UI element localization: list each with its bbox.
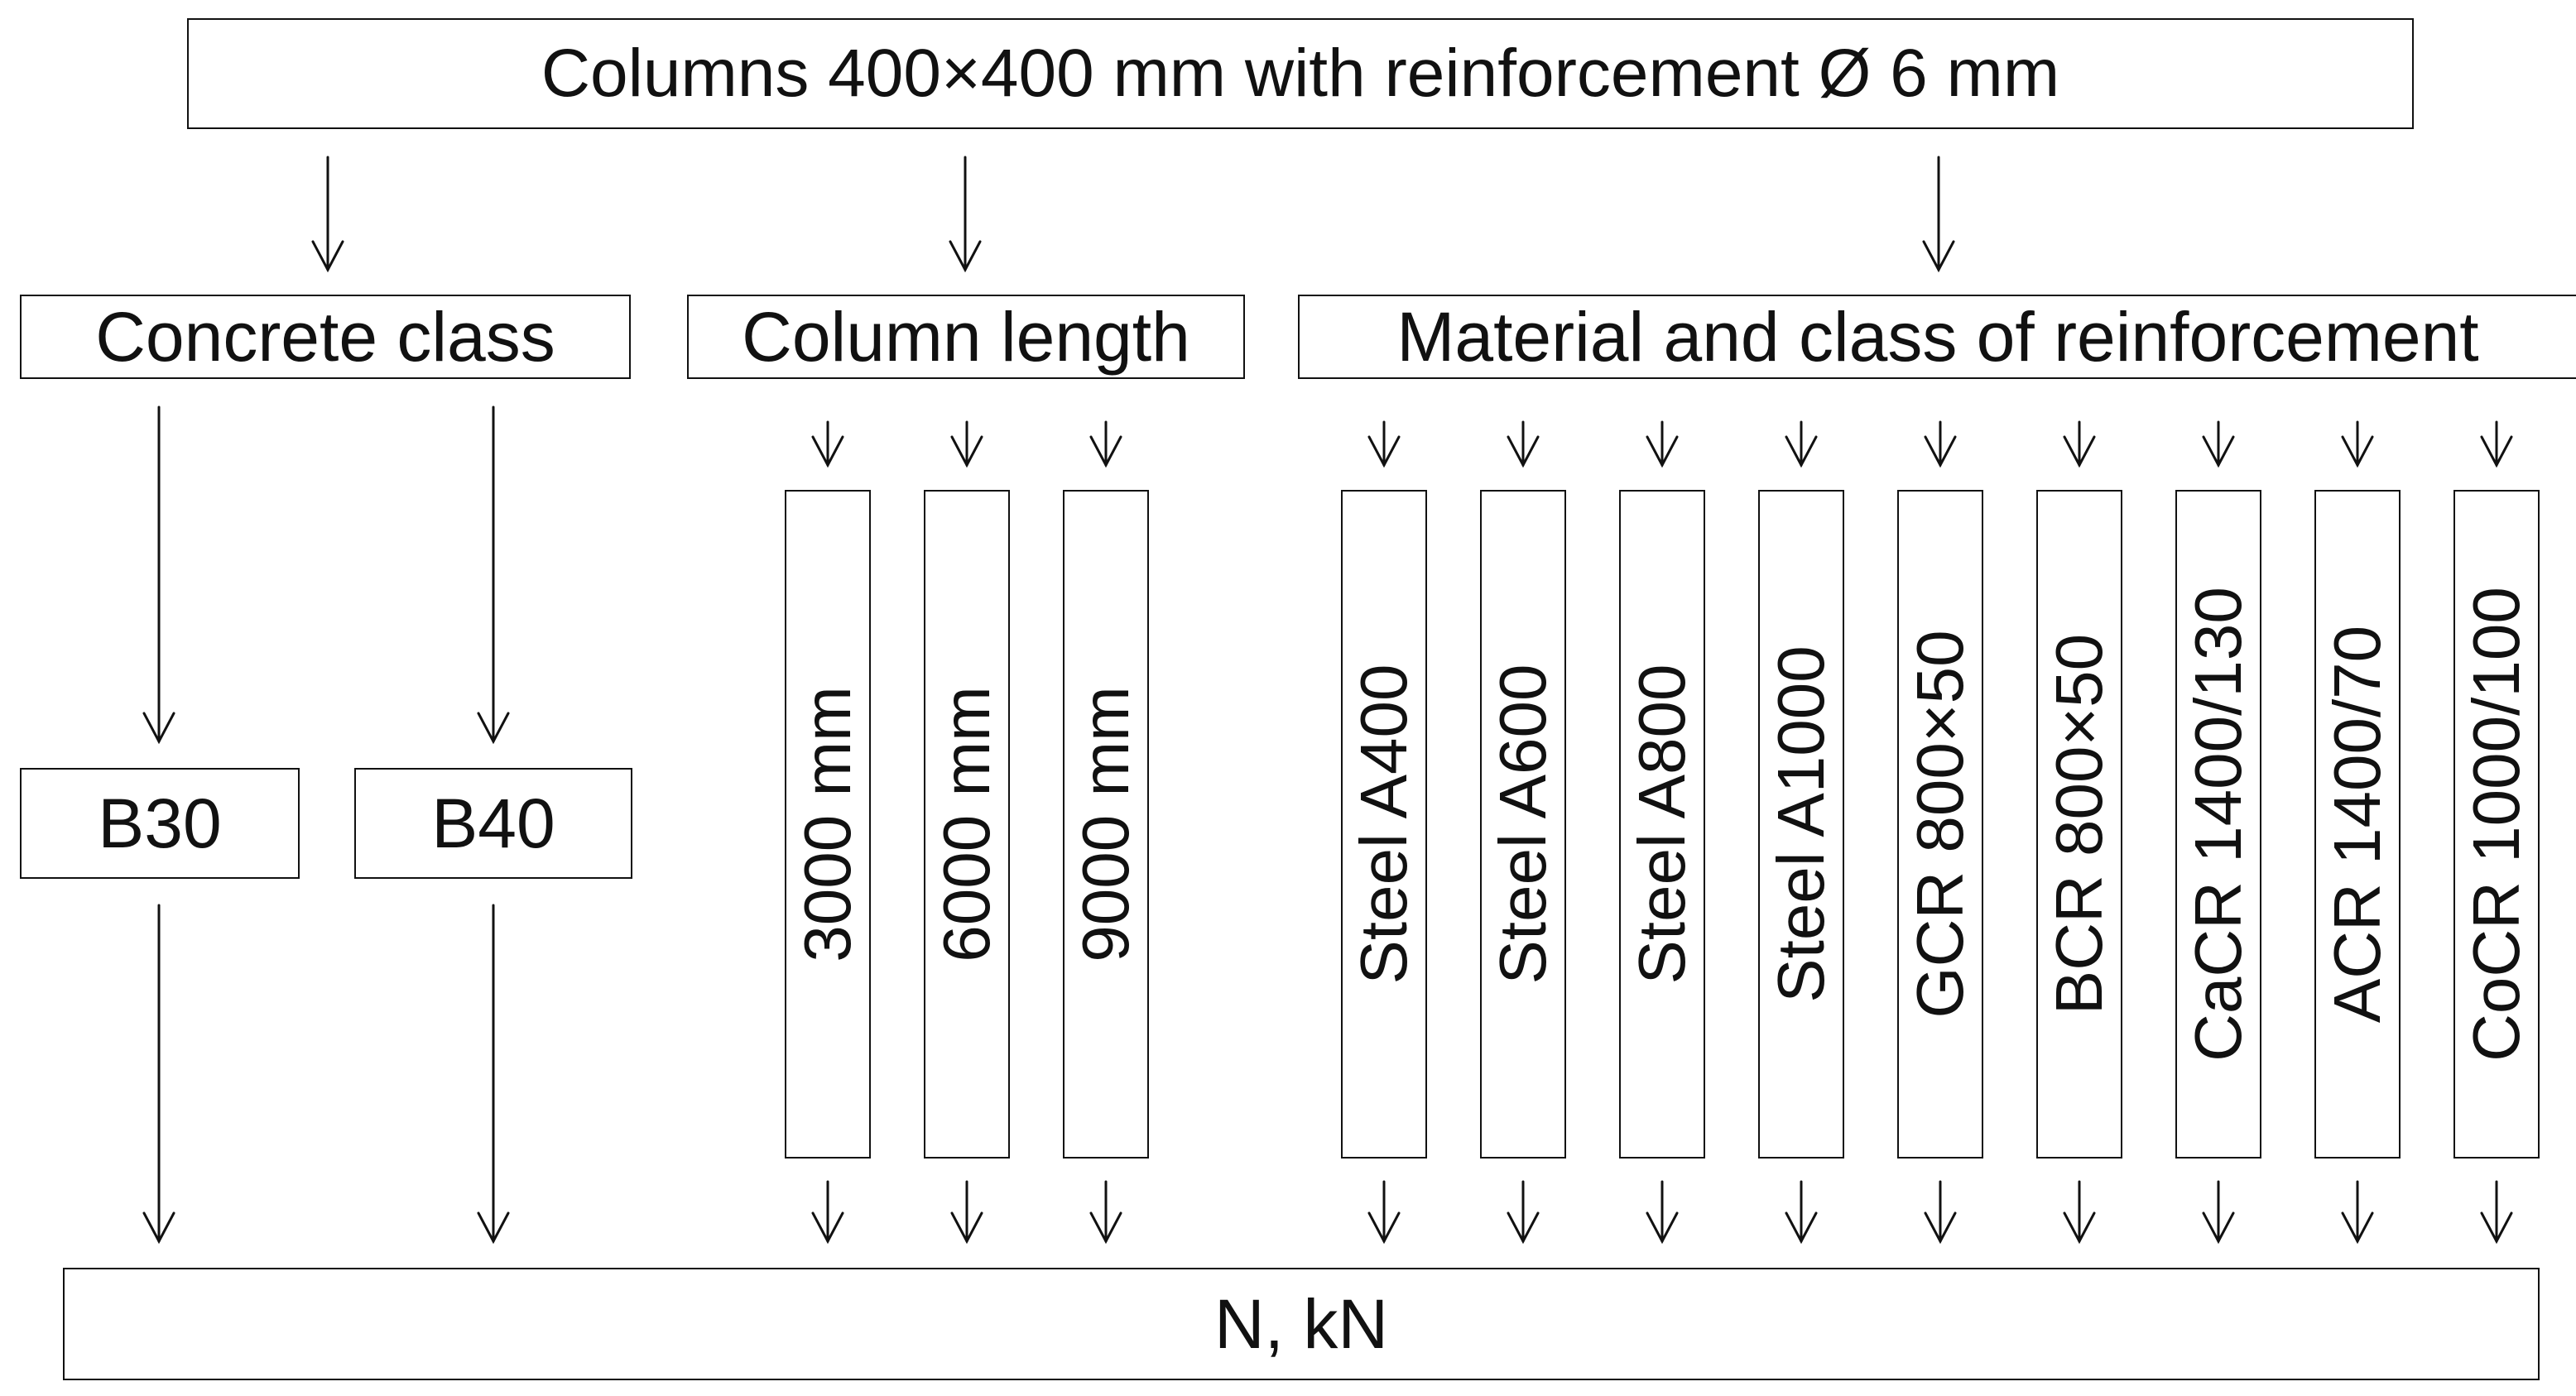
connector-arrow	[949, 156, 982, 273]
material-box-steel-a600: Steel A600	[1480, 490, 1566, 1159]
connector-arrow	[311, 156, 344, 273]
connector-arrow	[811, 1180, 844, 1245]
material-box-acr: ACR 1400/70	[2314, 490, 2401, 1159]
length-box-6000: 6000 mm	[924, 490, 1010, 1159]
material-label: Steel A400	[1347, 664, 1420, 985]
connector-arrow	[1922, 156, 1955, 273]
header-material-class-text: Material and class of reinforcement	[1396, 297, 2479, 376]
header-material-class: Material and class of reinforcement	[1298, 295, 2576, 379]
connector-arrow	[142, 405, 175, 745]
connector-arrow	[2480, 1180, 2513, 1245]
material-label: ACR 1400/70	[2320, 625, 2394, 1024]
connector-arrow	[2063, 1180, 2096, 1245]
result-box: N, kN	[63, 1268, 2540, 1380]
connector-arrow	[1089, 420, 1122, 468]
material-box-bcr: BCR 800×50	[2036, 490, 2122, 1159]
header-concrete-class-text: Concrete class	[95, 297, 555, 376]
connector-arrow	[2063, 420, 2096, 468]
connector-arrow	[2341, 1180, 2374, 1245]
concrete-class-label: B40	[431, 784, 555, 862]
concrete-class-box-b40: B40	[354, 768, 632, 879]
connector-arrow	[950, 420, 983, 468]
material-label: Steel A600	[1486, 664, 1560, 985]
title-text: Columns 400×400 mm with reinforcement Ø …	[541, 36, 2060, 111]
header-column-length: Column length	[687, 295, 1245, 379]
length-box-9000: 9000 mm	[1063, 490, 1149, 1159]
connector-arrow	[2480, 420, 2513, 468]
length-box-3000: 3000 mm	[785, 490, 871, 1159]
material-label: Steel A800	[1625, 664, 1699, 985]
title-box: Columns 400×400 mm with reinforcement Ø …	[187, 18, 2414, 129]
connector-arrow	[1507, 420, 1540, 468]
material-box-steel-a800: Steel A800	[1619, 490, 1705, 1159]
connector-arrow	[2341, 420, 2374, 468]
result-text: N, kN	[1214, 1284, 1388, 1363]
header-column-length-text: Column length	[742, 297, 1190, 376]
connector-arrow	[1646, 420, 1679, 468]
concrete-class-box-b30: B30	[20, 768, 300, 879]
material-box-steel-a1000: Steel A1000	[1758, 490, 1844, 1159]
connector-arrow	[1367, 1180, 1401, 1245]
connector-arrow	[811, 420, 844, 468]
material-box-steel-a400: Steel A400	[1341, 490, 1427, 1159]
connector-arrow	[1924, 420, 1957, 468]
material-label: GCR 800×50	[1903, 630, 1977, 1019]
connector-arrow	[1089, 1180, 1122, 1245]
connector-arrow	[477, 904, 510, 1245]
concrete-class-label: B30	[98, 784, 222, 862]
connector-arrow	[1785, 1180, 1818, 1245]
material-label: CoCR 1000/100	[2459, 587, 2533, 1062]
material-box-cocr: CoCR 1000/100	[2453, 490, 2540, 1159]
length-label: 6000 mm	[930, 686, 1003, 962]
connector-arrow	[1785, 420, 1818, 468]
connector-arrow	[1367, 420, 1401, 468]
material-box-gcr: GCR 800×50	[1897, 490, 1983, 1159]
material-label: CaCR 1400/130	[2181, 587, 2255, 1062]
material-box-cacr: CaCR 1400/130	[2175, 490, 2261, 1159]
connector-arrow	[1646, 1180, 1679, 1245]
connector-arrow	[1507, 1180, 1540, 1245]
material-label: BCR 800×50	[2042, 633, 2116, 1015]
length-label: 9000 mm	[1069, 686, 1142, 962]
header-concrete-class: Concrete class	[20, 295, 631, 379]
connector-arrow	[2202, 420, 2235, 468]
connector-arrow	[477, 405, 510, 745]
connector-arrow	[950, 1180, 983, 1245]
material-label: Steel A1000	[1764, 645, 1838, 1003]
connector-arrow	[1924, 1180, 1957, 1245]
connector-arrow	[2202, 1180, 2235, 1245]
connector-arrow	[142, 904, 175, 1245]
length-label: 3000 mm	[791, 686, 864, 962]
